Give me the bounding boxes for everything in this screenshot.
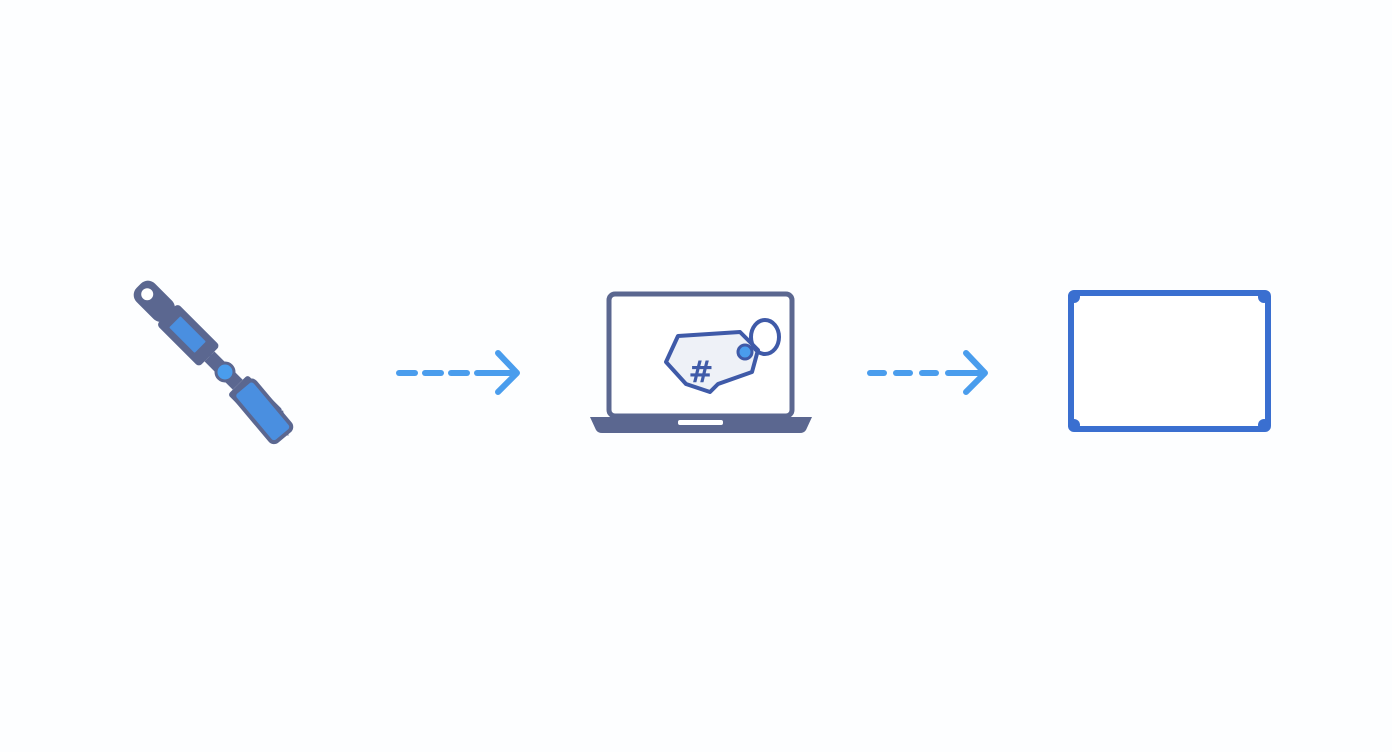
laptop-hashtag-tag-icon: # bbox=[590, 291, 812, 433]
tag-label: # bbox=[688, 355, 713, 390]
hashtag-tag-icon: # bbox=[664, 318, 781, 394]
empty-frame-icon bbox=[1068, 290, 1271, 432]
tools-icon bbox=[133, 280, 294, 445]
dashed-arrow-1 bbox=[396, 350, 520, 395]
dashed-arrow-2 bbox=[867, 350, 988, 395]
